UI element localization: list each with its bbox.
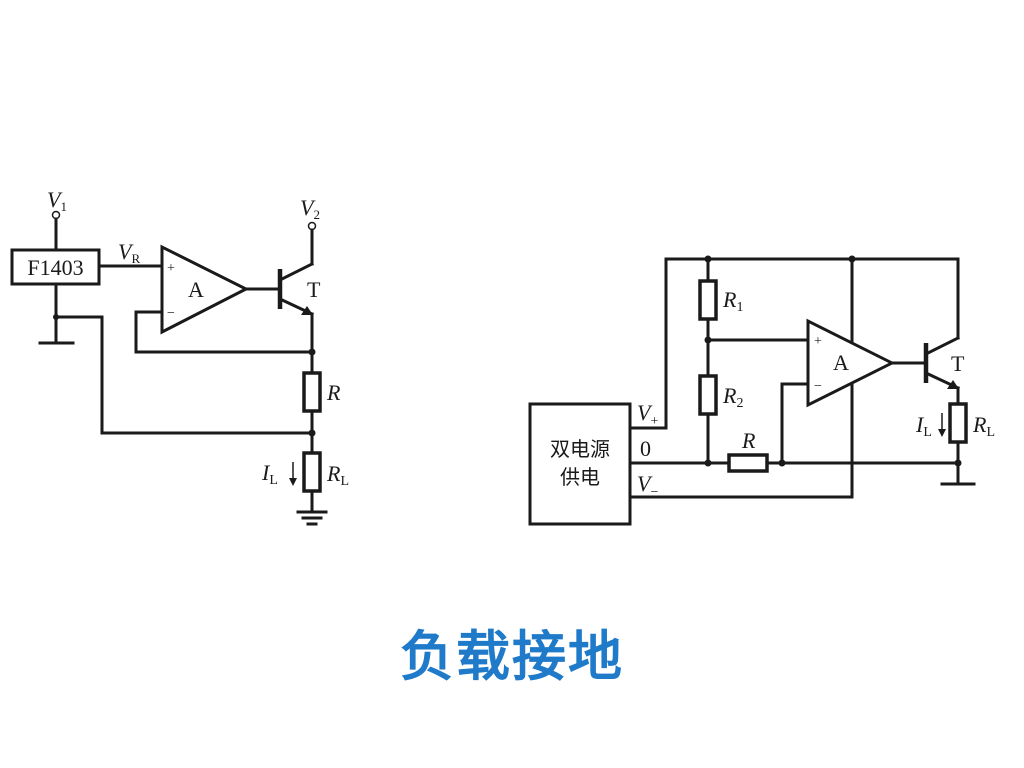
vr-label: VR xyxy=(118,239,140,266)
wire xyxy=(54,315,314,435)
resistor-r-label: R xyxy=(741,428,756,453)
resistor-r-label: R xyxy=(326,380,341,405)
junction-dot xyxy=(704,459,712,467)
wire xyxy=(134,310,314,354)
supply-box-line2: 供电 xyxy=(560,465,600,489)
wire-minus-input xyxy=(780,382,810,465)
junction-dot xyxy=(954,459,962,467)
junction-dot xyxy=(848,255,856,263)
opamp-a xyxy=(160,244,250,335)
right-circuit: 双电源 供电 V+ 0 V− R1 R2 R + − xyxy=(528,255,995,526)
resistor-r2 xyxy=(698,374,718,416)
junction-dot xyxy=(308,348,316,356)
opamp-minus: − xyxy=(814,379,822,394)
current-arrowhead-icon xyxy=(289,478,297,486)
rl-label: RL xyxy=(972,412,995,440)
left-circuit: V1 F1403 VR + − A T V2 xyxy=(10,187,349,526)
transistor-collector xyxy=(277,261,315,283)
v-plus-label: V+ xyxy=(637,400,658,429)
v2-label: V2 xyxy=(300,195,320,222)
resistor-r xyxy=(302,371,322,413)
zero-label: 0 xyxy=(640,436,651,461)
il-label: IL xyxy=(261,460,278,488)
transistor-label: T xyxy=(951,351,965,376)
r2-label: R2 xyxy=(722,383,743,411)
v1-label: V1 xyxy=(47,187,67,214)
emitter-arrow-icon xyxy=(301,306,313,315)
v-minus-label: V− xyxy=(637,471,658,500)
resistor-r xyxy=(727,453,769,473)
opamp-minus: − xyxy=(167,306,175,321)
r1-label: R1 xyxy=(722,287,743,315)
dual-supply-box xyxy=(528,402,632,526)
opamp-plus: + xyxy=(167,261,175,276)
resistor-r1 xyxy=(698,279,718,321)
supply-box-line1: 双电源 xyxy=(550,437,610,461)
rl-label: RL xyxy=(326,461,349,489)
load-resistor-rl xyxy=(948,402,968,444)
f1403-label: F1403 xyxy=(27,255,83,280)
emitter-arrow-icon xyxy=(947,380,959,389)
v2-terminal xyxy=(307,221,317,231)
load-resistor-rl xyxy=(302,451,322,493)
junction-dot xyxy=(308,429,316,437)
v1-terminal xyxy=(51,210,61,220)
current-arrowhead-icon xyxy=(938,429,946,437)
opamp-a xyxy=(806,318,896,408)
transistor-label: T xyxy=(307,277,321,302)
wire-v-minus xyxy=(628,257,854,499)
il-label: IL xyxy=(915,412,932,440)
opamp-plus: + xyxy=(814,334,822,349)
page-caption: 负载接地 xyxy=(400,625,624,688)
opamp-label: A xyxy=(833,350,849,375)
wire-v-plus xyxy=(628,257,960,430)
transistor-collector xyxy=(923,335,961,357)
opamp-label: A xyxy=(188,277,204,302)
